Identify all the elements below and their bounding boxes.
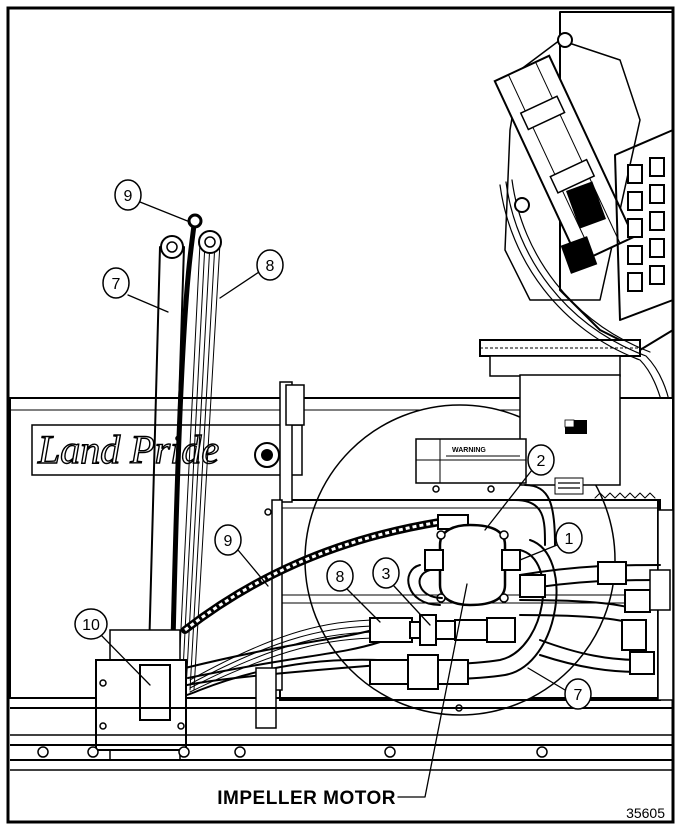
impeller-motor	[407, 523, 546, 607]
callout-8-top	[256, 249, 284, 281]
right-hoses	[379, 484, 671, 681]
callout-7-lower	[564, 678, 592, 710]
warning-decal-text: WARNING	[452, 447, 486, 454]
callout-2	[527, 444, 555, 476]
callouts: 9 7 8 2 1 9 8 3 10 7	[74, 179, 592, 710]
figure-number: 35605	[626, 805, 665, 821]
callout-9-mid	[214, 524, 242, 556]
callout-label: 7	[112, 276, 121, 293]
callout-label: 2	[537, 453, 546, 470]
callout-label: 10	[82, 617, 100, 634]
chute-assembly	[479, 11, 674, 471]
brand-decal-text: Land Pride	[37, 427, 219, 472]
callout-7-top	[102, 267, 130, 299]
callout-label: 1	[565, 531, 574, 548]
callout-label: 7	[574, 687, 583, 704]
impeller-motor-leader	[397, 583, 468, 798]
callout-8-mid	[326, 560, 354, 592]
callout-label: 9	[224, 533, 233, 550]
impeller-motor-caption: IMPELLER MOTOR	[217, 788, 396, 809]
callout-label: 9	[124, 188, 133, 205]
hydraulic-fittings	[369, 614, 516, 690]
brand-decal: Land Pride	[31, 424, 303, 476]
warning-decal: WARNING	[415, 438, 527, 484]
callout-label: 3	[382, 566, 391, 583]
hose-bracket	[254, 381, 305, 691]
callout-3	[372, 557, 400, 589]
callout-10	[74, 608, 108, 640]
callout-label: 8	[266, 258, 275, 275]
frame-rails	[10, 707, 673, 771]
callout-label: 8	[336, 569, 345, 586]
callout-9-top	[114, 179, 142, 211]
callout-1	[555, 522, 583, 554]
